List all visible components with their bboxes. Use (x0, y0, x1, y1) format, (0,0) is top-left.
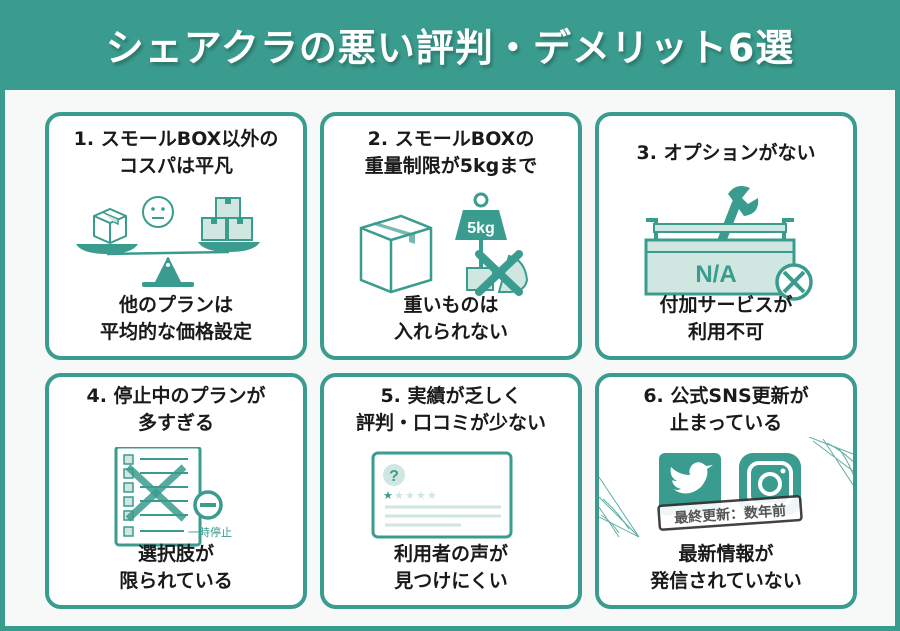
svg-text:?: ? (389, 468, 399, 485)
card-title: 5. 実績が乏しく 評判・口コミが少ない (355, 385, 546, 434)
card-caption: 付加サービスが 利用不可 (659, 294, 793, 343)
svg-text:★: ★ (383, 489, 393, 502)
scale-with-boxes-neutral-face-icon (49, 194, 303, 294)
svg-text:5kg: 5kg (467, 220, 495, 237)
toolbox-na-icon: N/A (599, 182, 853, 302)
header-banner: シェアクラの悪い評判・デメリット6選 (0, 0, 900, 88)
svg-text:★: ★ (416, 489, 426, 502)
review-card-one-star-icon: ? ★ ★ ★ ★ ★ (324, 451, 578, 541)
card-title: 6. 公式SNS更新が 止まっている (643, 385, 809, 434)
svg-text:★: ★ (394, 489, 404, 502)
card-4: 4. 停止中のプランが 多すぎる (45, 373, 307, 609)
card-title: 2. スモールBOXの 重量制限が5kgまで (364, 128, 538, 177)
checklist-crossed-paused-icon: 一時停止 (49, 447, 303, 547)
card-caption: 利用者の声が 見つけにくい (393, 543, 508, 592)
card-title: 1. スモールBOX以外の コスパは平凡 (73, 128, 279, 177)
card-5: 5. 実績が乏しく 評判・口コミが少ない ? ★ ★ ★ ★ ★ (320, 373, 582, 609)
sns-icons-cobweb-icon: 最終更新：数年前 (599, 437, 853, 547)
card-caption: 最新情報が 発信されていない (650, 543, 802, 592)
svg-text:★: ★ (427, 489, 437, 502)
page-title: シェアクラの悪い評判・デメリット6選 (105, 25, 795, 70)
svg-text:★: ★ (405, 489, 415, 502)
svg-text:N/A: N/A (695, 261, 736, 288)
card-title: 3. オプションがない (636, 142, 816, 164)
card-1: 1. スモールBOX以外の コスパは平凡 (45, 112, 307, 360)
box-and-weight-crossed-icon: 5kg (324, 188, 578, 298)
svg-text:一時停止: 一時停止 (188, 525, 232, 539)
card-caption: 他のプランは 平均的な価格設定 (99, 294, 252, 343)
content-panel: 1. スモールBOX以外の コスパは平凡 (5, 90, 895, 626)
card-caption: 重いものは 入れられない (393, 294, 508, 343)
card-2: 2. スモールBOXの 重量制限が5kgまで 5kg (320, 112, 582, 360)
card-3: 3. オプションがない N/A 付加サービスが 利用不可 (595, 112, 857, 360)
card-caption: 選択肢が 限られている (119, 543, 233, 592)
card-6: 6. 公式SNS更新が 止まっている (595, 373, 857, 609)
card-title: 4. 停止中のプランが 多すぎる (86, 385, 266, 434)
